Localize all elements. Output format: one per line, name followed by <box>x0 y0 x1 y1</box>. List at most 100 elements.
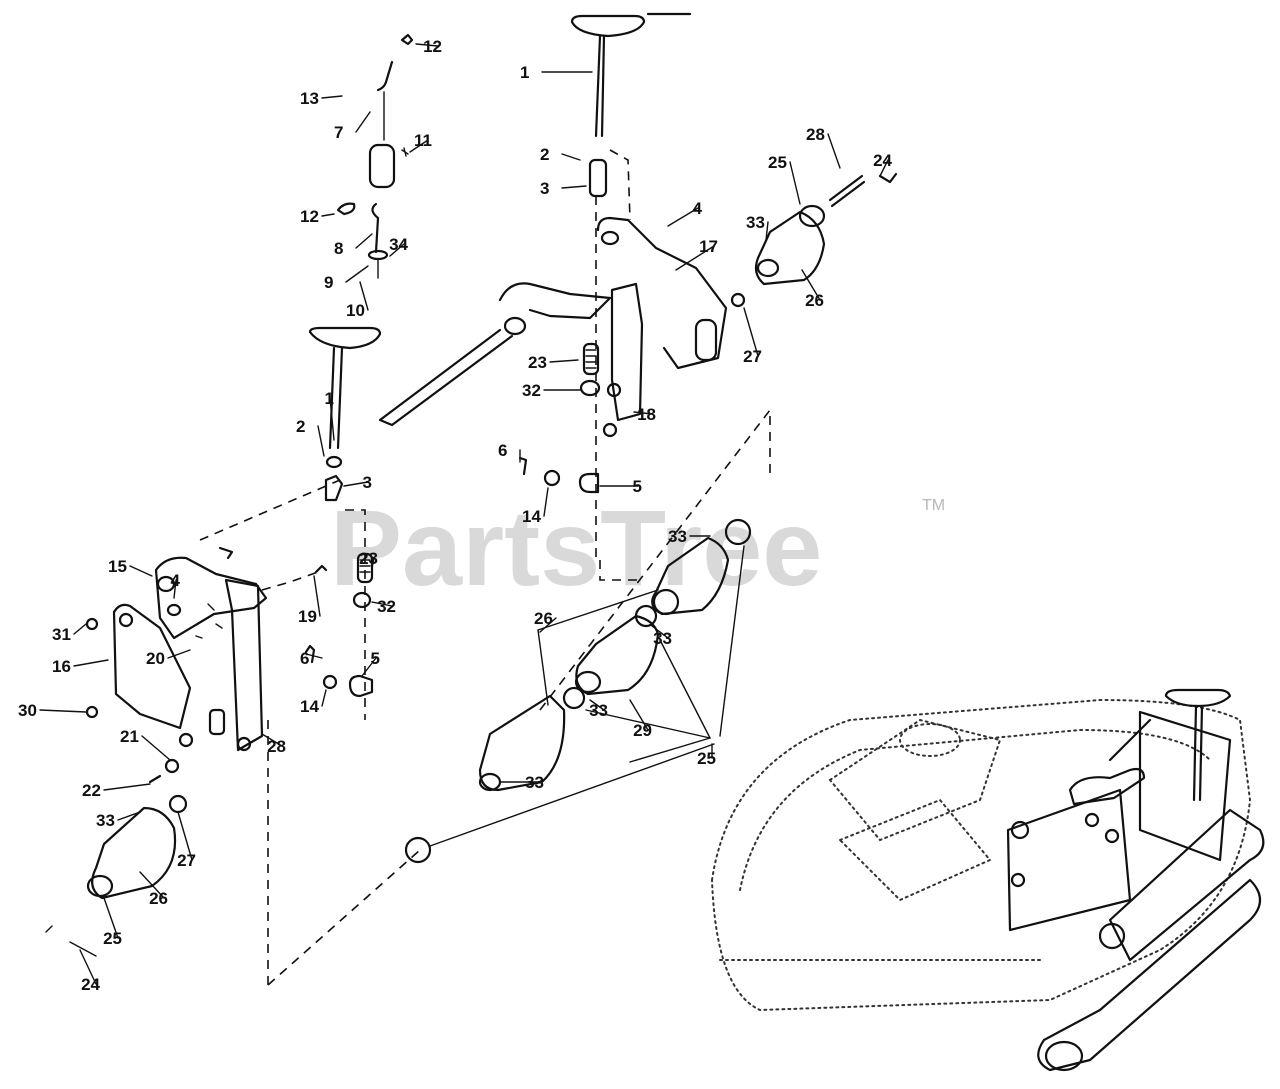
callout-label: 4 <box>171 571 181 590</box>
callout-leader-line <box>73 659 109 667</box>
callout-leader-line <box>39 709 87 713</box>
watermark-text: PartsTree <box>330 487 822 608</box>
callout-leader-line <box>321 213 335 217</box>
callout-label: 26 <box>534 609 553 628</box>
roller-26-left <box>91 806 177 900</box>
spacer-3-top <box>588 158 608 198</box>
deck-handle-knob <box>1164 688 1232 708</box>
callout-label: 1 <box>520 63 529 82</box>
callout-leader-line <box>355 111 371 133</box>
deck-outline <box>710 698 1252 1012</box>
callout-leader-line <box>167 649 191 659</box>
callout-label: 6 <box>498 441 507 460</box>
callout-label: 8 <box>334 239 343 258</box>
callout-leader-line <box>789 161 801 205</box>
part-group-center-rollers <box>478 407 771 792</box>
part-group-left-roller <box>45 743 715 986</box>
deck-upright-bracket <box>1138 710 1232 862</box>
nut-30 <box>85 705 99 719</box>
callout-label: 10 <box>346 301 365 320</box>
washer-14-left <box>322 674 338 690</box>
callout-label: 26 <box>805 291 824 310</box>
callout-leader-line <box>117 811 141 821</box>
deck-bracket <box>1006 788 1132 932</box>
callout-label: 11 <box>414 131 432 150</box>
part-group-left-bracket <box>85 479 341 985</box>
callout-label: 3 <box>363 473 372 492</box>
callout-leader-line <box>321 689 327 707</box>
washer-34 <box>367 249 389 261</box>
callout-label: 20 <box>146 649 165 668</box>
roller-33-top-center <box>651 536 730 616</box>
roller-26-center <box>478 694 566 792</box>
callout-label: 25 <box>768 153 787 172</box>
callout-leader-line <box>103 783 151 791</box>
handle-knob-1-left <box>308 326 382 350</box>
callout-leader-line <box>177 811 193 861</box>
callout-label: 12 <box>300 207 319 226</box>
callout-leader-line <box>549 359 579 363</box>
callout-leader-line <box>561 153 581 161</box>
callout-leader-line <box>355 233 373 249</box>
callout-label: 33 <box>525 773 544 792</box>
callout-label: 3 <box>540 179 549 198</box>
bracket-15 <box>154 556 268 640</box>
part-group-top-right-roller <box>730 172 898 308</box>
callout-label: 18 <box>637 405 656 424</box>
washer-21 <box>164 758 180 774</box>
callout-leader-line <box>675 245 715 271</box>
callout-label: 4 <box>693 199 703 218</box>
washer-27-left <box>168 794 188 814</box>
spring-23-top <box>582 342 600 376</box>
bushing-25-top <box>798 204 826 228</box>
callout-leader-line <box>389 243 405 257</box>
cylinder-11 <box>368 143 396 189</box>
pin-24-left <box>45 925 97 957</box>
pin-12-lower <box>336 202 356 216</box>
callout-label: 26 <box>149 889 168 908</box>
callout-label: 2 <box>540 145 549 164</box>
callout-label: 5 <box>633 477 642 496</box>
callout-label: 6 <box>300 649 309 668</box>
callout-label: 15 <box>108 557 127 576</box>
callout-label: 33 <box>653 629 672 648</box>
callout-leader-line <box>409 139 429 153</box>
handle-rod-1-top <box>594 34 606 138</box>
callout-leader-line <box>765 221 769 241</box>
callout-leader-line <box>633 411 653 415</box>
callout-label: 24 <box>81 975 100 994</box>
callout-leader-line <box>801 269 821 301</box>
callout-leader-line <box>827 133 841 169</box>
deck-lever-knob <box>1068 767 1146 806</box>
callout-leader-line <box>371 601 393 607</box>
callout-leader-line <box>371 557 375 569</box>
handle-knob-1-top <box>570 14 646 38</box>
lift-lever <box>498 282 612 320</box>
callout-label: 34 <box>389 235 408 254</box>
bolt-5-top <box>578 472 600 494</box>
callout-leader-line <box>561 185 587 189</box>
callout-label: 31 <box>52 625 71 644</box>
callout-label: 21 <box>120 727 139 746</box>
callout-label: 25 <box>697 749 716 768</box>
callout-leader-line <box>73 623 87 635</box>
washer-27-top <box>730 292 746 308</box>
bracket-17 <box>596 216 728 370</box>
mower-deck-assembly <box>710 688 1265 1072</box>
callout-leader-line <box>539 617 557 633</box>
deck-roller-front <box>1037 878 1262 1072</box>
callout-leader-line <box>345 265 369 283</box>
callout-label: 27 <box>177 851 196 870</box>
callout-label: 33 <box>746 213 765 232</box>
callout-leader-line <box>317 425 325 457</box>
callout-label: 16 <box>52 657 71 676</box>
callout-label: 19 <box>298 607 317 626</box>
spacer-3-left <box>324 474 344 502</box>
watermark-trademark: TM <box>922 497 945 514</box>
nut-31 <box>85 617 99 631</box>
callout-label: 17 <box>699 237 718 256</box>
deck-handle-rod <box>1192 704 1204 802</box>
callout-leader-line <box>139 871 165 899</box>
lift-lever-arm <box>378 328 514 427</box>
